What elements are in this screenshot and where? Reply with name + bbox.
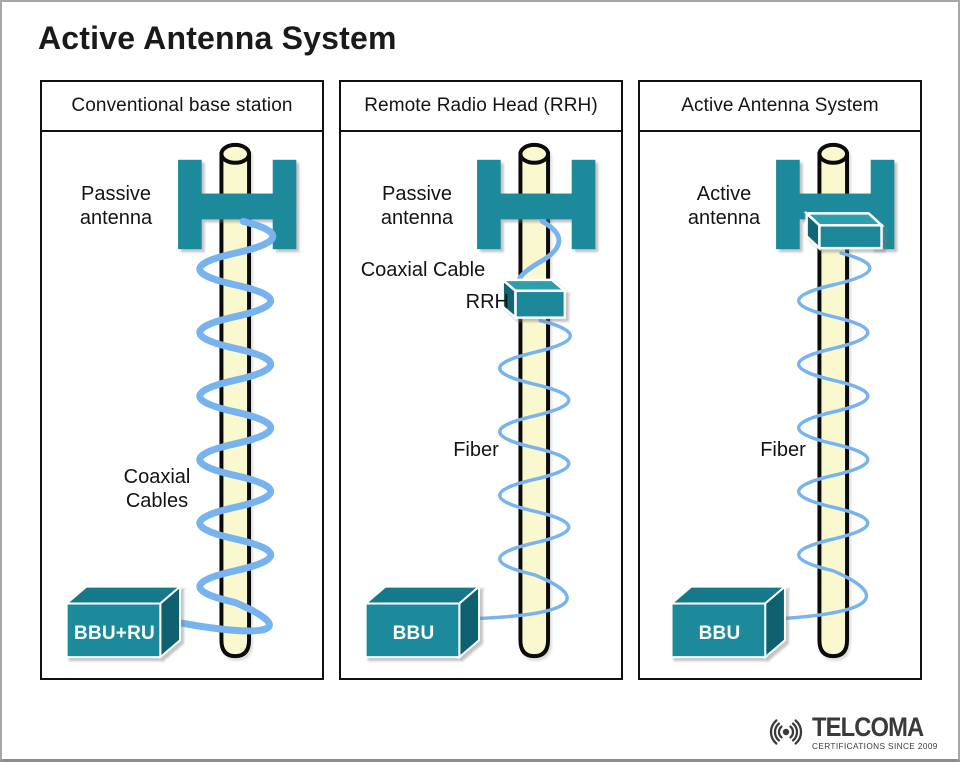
passive-antenna-shape [477, 159, 596, 250]
passive-antenna-label-line2: antenna [79, 207, 153, 229]
coax-cable-spiral [174, 217, 277, 635]
bbu-box [362, 584, 482, 660]
radio-signal-icon [770, 719, 803, 745]
coaxial-cables-label-line2: Cables [125, 490, 189, 512]
bbu-box-label: BBU [698, 623, 741, 644]
active-antenna-system-diagram [668, 142, 895, 660]
passive-antenna-shape [178, 159, 297, 250]
telcoma-logo: TELCOMA CERTIFICATIONS SINCE 2009 [764, 712, 942, 752]
panel-body: Passive antenna Coaxial Cables BBU+RU [42, 132, 322, 678]
coaxial-cable-label: Coaxial Cable [360, 259, 486, 281]
fiber-label: Fiber [760, 439, 806, 461]
bbu-box [668, 584, 788, 660]
panels-row: Conventional base station [40, 80, 922, 680]
bbu-ru-box [63, 584, 183, 660]
fiber-cable-spiral [782, 251, 872, 621]
panel-body: Active antenna Fiber BBU [640, 132, 920, 678]
logo-brand: TELCOMA [812, 711, 924, 742]
passive-antenna-label-line1: Passive [381, 183, 453, 205]
passive-antenna-label-line1: Passive [80, 183, 152, 205]
panel-active-antenna-system: Active Antenna System [638, 80, 922, 680]
active-antenna-label-line1: Active [696, 183, 752, 205]
rrh-label: RRH [465, 291, 509, 313]
panel-remote-radio-head: Remote Radio Head (RRH) [339, 80, 623, 680]
bbu-ru-box-label: BBU+RU [74, 623, 155, 644]
panel-body: Passive antenna Coaxial Cable RRH Fiber … [341, 132, 621, 678]
fiber-label: Fiber [453, 439, 499, 461]
rrh-box [499, 277, 569, 321]
panel-header: Active Antenna System [640, 82, 920, 132]
passive-antenna-label-line2: antenna [380, 207, 454, 229]
coaxial-cables-label-line1: Coaxial [123, 466, 191, 488]
panel-header: Remote Radio Head (RRH) [341, 82, 621, 132]
active-antenna-label: Active antenna [668, 182, 780, 230]
integrated-radio-module [803, 210, 885, 251]
active-antenna-label-line2: antenna [687, 207, 761, 229]
panel-header: Conventional base station [42, 82, 322, 132]
fiber-cable-spiral [477, 318, 572, 621]
bbu-box-label: BBU [392, 623, 435, 644]
remote-radio-head-diagram [362, 142, 596, 660]
logo-tagline: CERTIFICATIONS SINCE 2009 [812, 740, 939, 751]
passive-antenna-label: Passive antenna [361, 182, 473, 230]
passive-antenna-label: Passive antenna [60, 182, 172, 230]
coaxial-cables-label: Coaxial Cables [102, 465, 212, 513]
page-title: Active Antenna System [38, 20, 397, 56]
mast-pole [219, 142, 252, 659]
conventional-base-station-diagram [63, 142, 297, 660]
mast-pole [817, 142, 850, 659]
panel-conventional-base-station: Conventional base station [40, 80, 324, 680]
logo-text: TELCOMA CERTIFICATIONS SINCE 2009 [812, 711, 942, 751]
